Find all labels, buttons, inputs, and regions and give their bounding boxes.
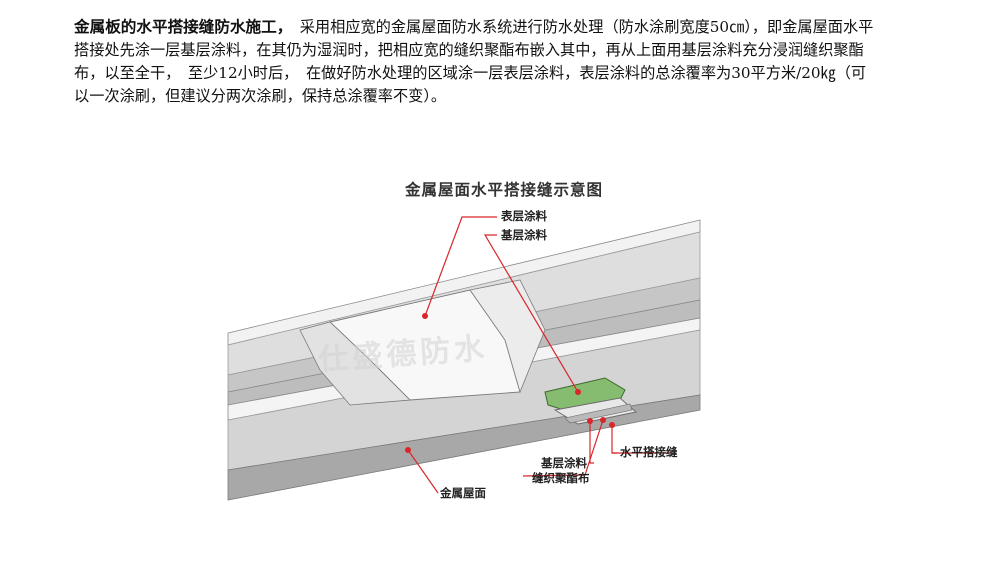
label-metal-roof: 金属屋面 [440,486,486,500]
seam-edge [564,403,633,424]
figure-title: 金属屋面水平搭接缝示意图 [405,181,604,199]
label-base-coat-top: 基层涂料 [501,228,547,242]
label-horizontal-seam: 水平搭接缝 [620,445,678,459]
coating-band-right [469,279,546,394]
label-base-coat-bottom: 基层涂料 [541,456,587,470]
paragraph-body: 采用相应宽的金属屋面防水系统进行防水处理（防水涂刷宽度50㎝），即金属屋面水平搭… [74,18,874,105]
paragraph-lead: 金属板的水平搭接缝防水施工， [74,18,285,36]
label-surface-coat: 表层涂料 [501,209,547,223]
label-stitched-polyester: 缝织聚酯布 [532,471,590,485]
leader-dots [405,313,615,453]
coating-band-left [299,321,411,406]
leader-lines [407,216,672,494]
roof-seam-diagram [227,216,701,501]
description-paragraph: 金属板的水平搭接缝防水施工， 采用相应宽的金属屋面防水系统进行防水处理（防水涂刷… [74,16,874,108]
